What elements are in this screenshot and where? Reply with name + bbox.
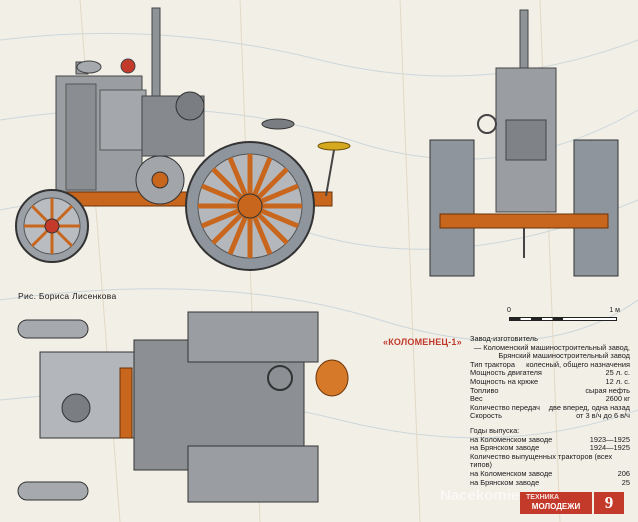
spec-label: на Коломенском заводе	[470, 468, 553, 478]
spec-label: Мощность на крюке	[470, 376, 539, 386]
spec-row: Тип трактора колесный, общего назначения	[470, 359, 630, 370]
front-view-tractor	[429, 9, 619, 277]
spec-value: две вперед, одна назад	[548, 402, 630, 412]
spec-row: на Коломенском заводе 206	[470, 468, 630, 479]
magazine-logo-top: ТЕХНИКА	[526, 494, 560, 501]
spec-value: 1924—1925	[589, 443, 630, 453]
spec-label: на Коломенском заводе	[470, 434, 553, 444]
spec-row-maker: Завод-изготовитель	[470, 334, 630, 344]
spec-label: на Брянском заводе	[470, 477, 540, 487]
spec-value: 12 л. с.	[605, 376, 630, 386]
spec-value: 25 л. с.	[605, 368, 630, 378]
spec-label: Завод-изготовитель	[470, 334, 538, 343]
scale-start-label: 0	[507, 307, 511, 314]
spec-row: на Брянском заводе 25	[470, 477, 630, 488]
scale-end-label: 1 м	[609, 307, 620, 314]
spec-value: от 3 в/ч до 6 в/ч	[576, 411, 630, 421]
specifications-block: Завод-изготовитель — Коломенский машинос…	[470, 334, 630, 488]
years-title: Годы выпуска:	[470, 425, 520, 435]
scale-bar: 0 1 м	[505, 307, 620, 329]
watermark: Nacekomie.ru	[440, 487, 539, 504]
spec-row: Вес 2600 кг	[470, 395, 630, 404]
spec-row: на Коломенском заводе 1923—1925	[470, 434, 630, 445]
top-view-tractor	[17, 311, 349, 503]
issue-number: 9	[594, 492, 624, 514]
illustration-credit: Рис. Бориса Лисенкова	[18, 291, 117, 301]
scale-bar-graphic	[509, 317, 617, 321]
magazine-logo: ТЕХНИКА МОЛОДЕЖИ	[520, 492, 592, 514]
spec-label: Тип трактора	[470, 359, 515, 369]
spec-label: Скорость	[470, 411, 502, 421]
count-title: Количество выпущенных тракторов (всех ти…	[470, 451, 613, 470]
spec-maker-value: — Коломенский машиностроительный завод, …	[473, 342, 630, 361]
spec-value: 2600 кг	[605, 394, 630, 404]
spec-value: 25	[621, 477, 630, 487]
tractor-model-title: «КОЛОМЕНЕЦ-1»	[383, 337, 462, 347]
spec-label: Вес	[470, 394, 483, 404]
spec-label: Топливо	[470, 385, 499, 395]
spec-label: Количество передач	[470, 402, 541, 412]
spec-label: на Брянском заводе	[470, 443, 540, 453]
spec-row: Количество передач две вперед, одна назад	[470, 402, 630, 413]
spec-row: Топливо сырая нефть	[470, 385, 630, 396]
spec-value: 206	[617, 468, 630, 478]
spec-value: 1923—1925	[589, 434, 630, 444]
side-view-tractor	[15, 7, 351, 271]
spec-label: Мощность двигателя	[470, 368, 542, 378]
spec-row: на Брянском заводе 1924—1925	[470, 444, 630, 453]
spec-value: сырая нефть	[585, 385, 630, 395]
spec-row: Мощность двигателя 25 л. с.	[470, 369, 630, 378]
spec-value: колесный, общего назначения	[526, 359, 630, 369]
spec-row: Скорость от 3 в/ч до 6 в/ч	[470, 412, 630, 421]
spec-row: Мощность на крюке 12 л. с.	[470, 376, 630, 387]
magazine-logo-name: МОЛОДЕЖИ	[531, 502, 581, 511]
